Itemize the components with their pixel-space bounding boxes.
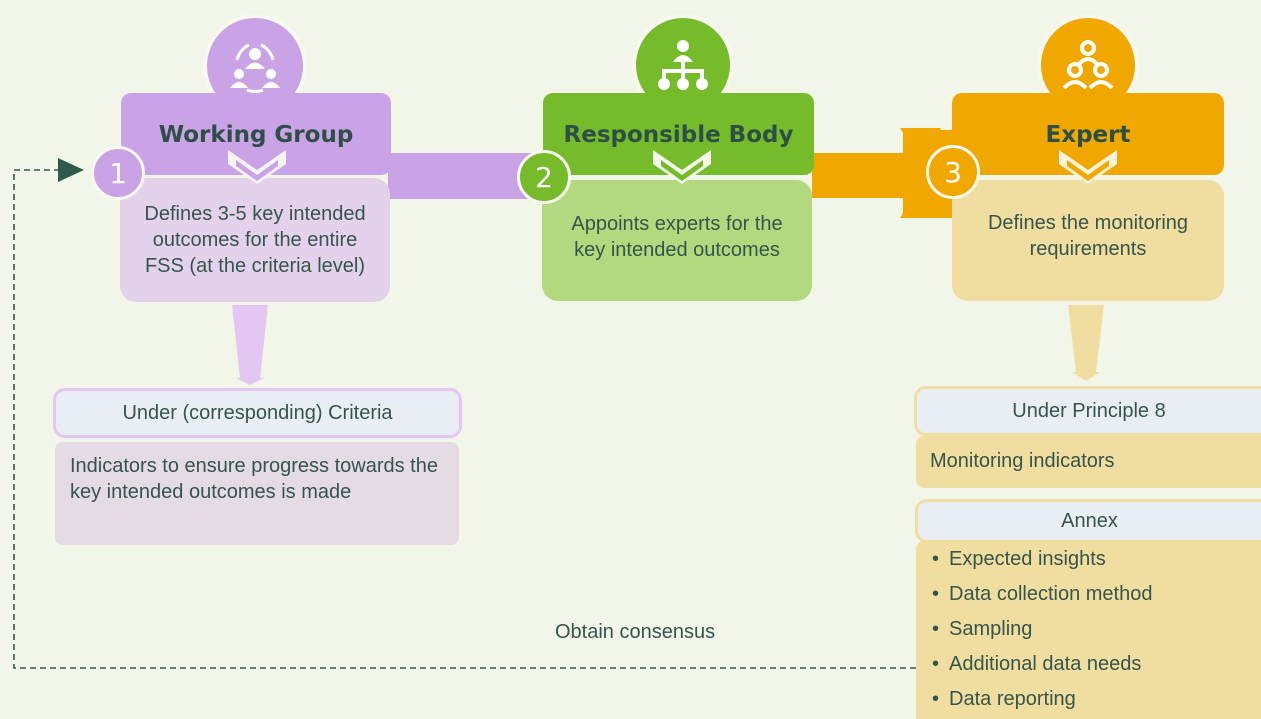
annex-item: Sampling [932, 612, 1261, 647]
criteria-heading: Under (corresponding) Criteria [53, 388, 462, 438]
step-3-body: Defines the monitoring requirements [952, 180, 1224, 301]
experts-icon [1062, 40, 1114, 90]
down-arrow-3 [1068, 305, 1104, 381]
principle-text: Monitoring indicators [930, 450, 1115, 472]
step-1-body: Defines 3-5 key intended outcomes for th… [120, 178, 390, 302]
step-1-title: Working Group [158, 122, 354, 148]
org-chart-icon [658, 40, 708, 90]
step-3-badge: 3 [926, 145, 980, 199]
group-circle-icon [230, 43, 280, 93]
step-2-description: Appoints experts for the key intended ou… [571, 212, 783, 261]
feedback-loop-line [13, 169, 916, 669]
step-2-chevron-icon [653, 150, 711, 184]
step-3-header: Expert [952, 93, 1224, 175]
step-2-badge: 2 [517, 150, 571, 204]
step-3-chevron-icon [1059, 150, 1117, 184]
down-arrow-1 [232, 305, 268, 385]
step-1-header: Working Group [121, 93, 391, 175]
criteria-text: Indicators to ensure progress towards th… [70, 455, 438, 503]
step-1-badge: 1 [91, 146, 145, 200]
step-2-header: Responsible Body [543, 93, 814, 175]
principle-body: Monitoring indicators [916, 436, 1261, 488]
annex-item: Expected insights [932, 542, 1261, 577]
annex-heading-text: Annex [1061, 509, 1118, 532]
annex-body: Expected insights Data collection method… [916, 541, 1261, 719]
step-2-body: Appoints experts for the key intended ou… [542, 180, 812, 301]
feedback-arrowhead [58, 158, 84, 182]
step-2-title: Responsible Body [563, 122, 794, 148]
feedback-label: Obtain consensus [555, 621, 716, 643]
principle-heading-text: Under Principle 8 [1012, 399, 1166, 422]
annex-item: Additional data needs [932, 647, 1261, 682]
annex-item: Data collection method [932, 577, 1261, 612]
annex-item: Data reporting [932, 682, 1261, 717]
step-1-chevron-icon [228, 150, 286, 184]
step-2-number: 2 [535, 160, 553, 194]
criteria-body: Indicators to ensure progress towards th… [55, 442, 459, 545]
step-1-number: 1 [109, 156, 127, 190]
step-3-description: Defines the monitoring requirements [987, 211, 1189, 260]
step-3-number: 3 [944, 155, 962, 189]
annex-heading: Annex [915, 499, 1261, 543]
principle-heading: Under Principle 8 [914, 386, 1261, 436]
criteria-heading-text: Under (corresponding) Criteria [122, 401, 393, 424]
step-1-description: Defines 3-5 key intended outcomes for th… [144, 203, 366, 277]
step-3-title: Expert [1045, 122, 1131, 148]
annex-list: Expected insights Data collection method… [932, 542, 1261, 717]
